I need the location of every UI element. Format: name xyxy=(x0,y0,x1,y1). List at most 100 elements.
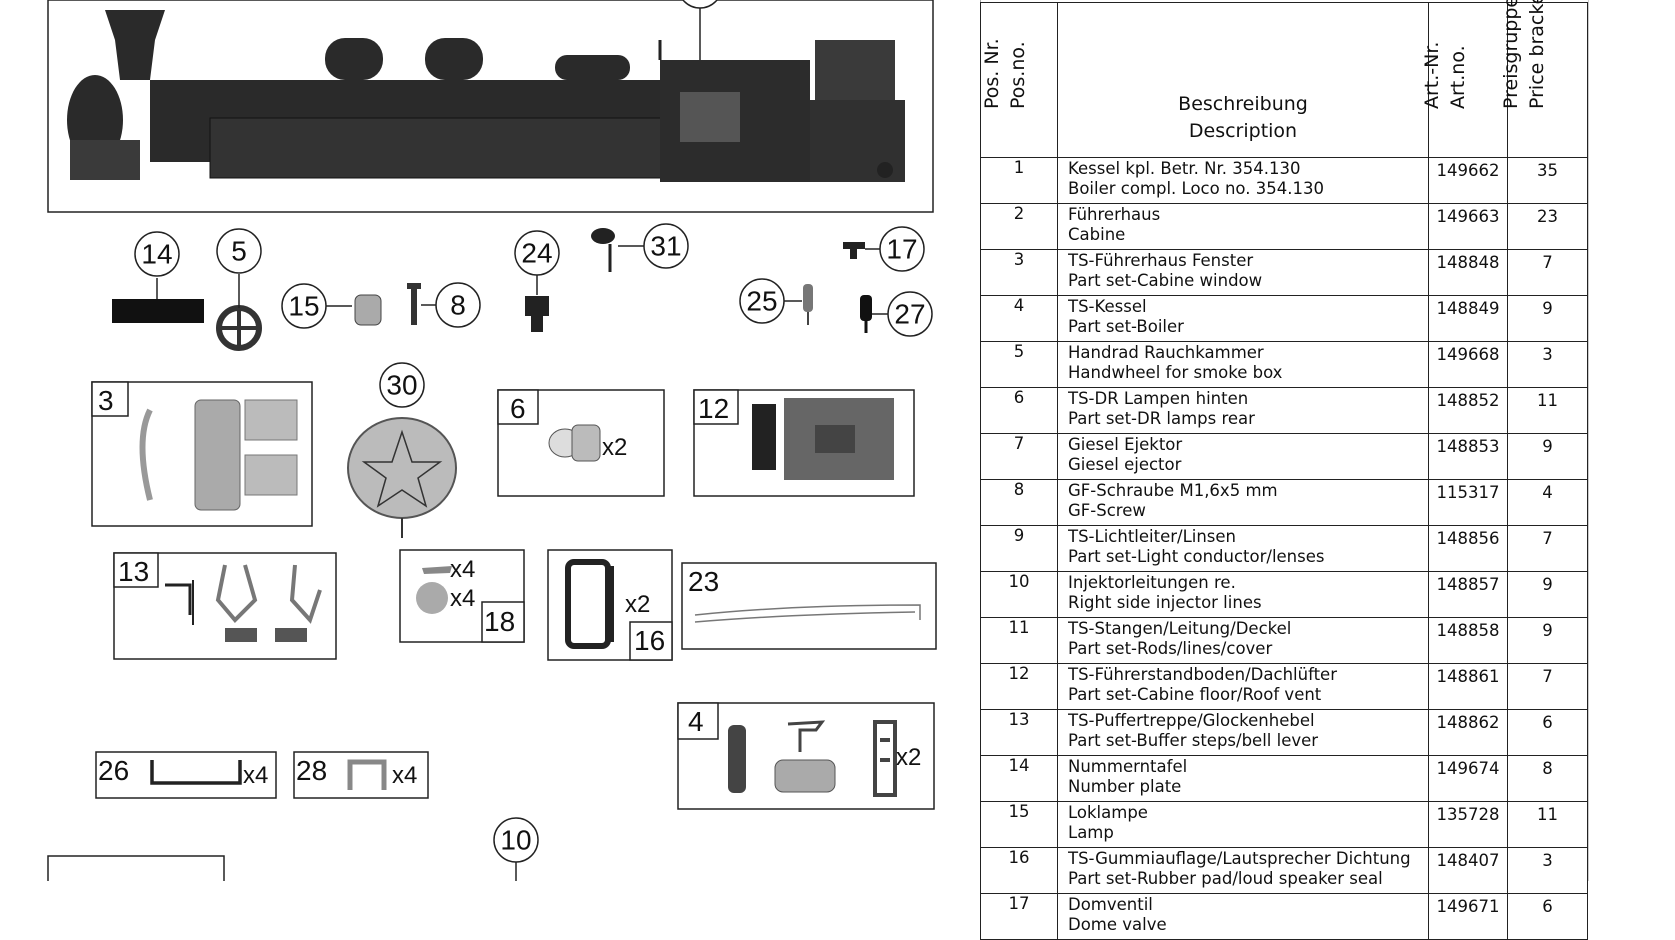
row-description-de: Injektorleitungen re. xyxy=(1068,573,1236,592)
box-18: x4 x4 18 xyxy=(399,549,525,643)
row-price-group: 6 xyxy=(1507,893,1588,940)
box-3: 3 xyxy=(91,381,313,527)
table-header-row: Pos. Nr. Pos.no. Beschreibung Descriptio… xyxy=(980,0,1588,158)
row-description-en: Giesel ejector xyxy=(1068,455,1182,474)
box-12: 12 xyxy=(693,389,915,497)
row-description-de: Giesel Ejektor xyxy=(1068,435,1183,454)
box-6: 6 x2 xyxy=(497,389,665,497)
row-description-en: Handwheel for smoke box xyxy=(1068,363,1283,382)
box-4-qty: x2 xyxy=(896,744,921,771)
row-art-no: 148862 xyxy=(1428,709,1508,756)
row-description-de: GF-Schraube M1,6x5 mm xyxy=(1068,481,1278,500)
row-description-de: TS-Kessel xyxy=(1068,297,1147,316)
row-pos: 9 xyxy=(980,525,1058,572)
callout-5: 5 xyxy=(231,236,247,267)
row-price-group: 9 xyxy=(1507,433,1588,480)
callout-10: 10 xyxy=(500,825,531,856)
row-price-group: 7 xyxy=(1507,249,1588,296)
row-price-group: 3 xyxy=(1507,341,1588,388)
row-description-en: Part set-Buffer steps/bell lever xyxy=(1068,731,1319,750)
part-15: 15 xyxy=(281,283,382,329)
row-description-de: TS-Führerhaus Fenster xyxy=(1068,251,1254,270)
parts-table: Pos. Nr. Pos.no. Beschreibung Descriptio… xyxy=(980,0,1588,940)
row-art-no: 148852 xyxy=(1428,387,1508,434)
row-description-en: Part set-Rubber pad/loud speaker seal xyxy=(1068,869,1383,888)
header-price-en: Price bracket xyxy=(1526,0,1548,109)
row-price-group: 6 xyxy=(1507,709,1588,756)
row-price-group: 7 xyxy=(1507,525,1588,572)
row-art-no: 149668 xyxy=(1428,341,1508,388)
row-pos: 8 xyxy=(980,479,1058,526)
row-price-group: 35 xyxy=(1507,157,1588,204)
header-price: Preisgruppe Price bracket xyxy=(1500,0,1588,158)
row-description-de: TS-Führerstandboden/Dachlüfter xyxy=(1068,665,1337,684)
box-26-number: 26 xyxy=(98,755,129,786)
row-price-group: 23 xyxy=(1507,203,1588,250)
callout-8: 8 xyxy=(450,290,466,321)
part-8: 8 xyxy=(407,282,481,328)
row-description-en: Lamp xyxy=(1068,823,1114,842)
box-13: 13 xyxy=(113,552,337,660)
row-description-en: Dome valve xyxy=(1068,915,1167,934)
header-art-de: Art.-Nr. xyxy=(1421,41,1443,109)
part-25: 25 xyxy=(739,278,813,325)
box-26-qty: x4 xyxy=(243,762,268,789)
row-price-group: 11 xyxy=(1507,387,1588,434)
header-price-de: Preisgruppe xyxy=(1500,0,1522,109)
callout-25: 25 xyxy=(746,286,777,317)
row-description-en: GF-Screw xyxy=(1068,501,1146,520)
callout-17: 17 xyxy=(886,234,917,265)
box-4-number: 4 xyxy=(688,706,704,737)
row-art-no: 149663 xyxy=(1428,203,1508,250)
row-pos: 5 xyxy=(980,341,1058,388)
row-description-en: Part set-Cabine floor/Roof vent xyxy=(1068,685,1322,704)
row-description-de: Kessel kpl. Betr. Nr. 354.130 xyxy=(1068,159,1301,178)
box-23: 23 xyxy=(681,562,937,650)
header-desc-en: Description xyxy=(1188,120,1298,142)
row-pos: 3 xyxy=(980,249,1058,296)
row-description-en: Part set-Rods/lines/cover xyxy=(1068,639,1273,658)
row-pos: 13 xyxy=(980,709,1058,756)
box-16: x2 16 xyxy=(547,549,673,661)
box-6-qty: x2 xyxy=(602,434,627,461)
callout-24: 24 xyxy=(521,238,552,269)
callout-27: 27 xyxy=(894,299,925,330)
header-pos-en: Pos.no. xyxy=(1007,41,1029,109)
scrollbar-track[interactable] xyxy=(1588,0,1589,881)
row-description-de: TS-Puffertreppe/Glockenhebel xyxy=(1068,711,1315,730)
row-pos: 1 xyxy=(980,157,1058,204)
row-price-group: 4 xyxy=(1507,479,1588,526)
callout-31: 31 xyxy=(650,231,681,262)
part-14: 14 xyxy=(112,231,204,323)
box-18-qty-1: x4 xyxy=(450,556,475,583)
row-pos: 6 xyxy=(980,387,1058,434)
box-13-number: 13 xyxy=(118,556,149,587)
part-24: 24 xyxy=(514,230,560,332)
row-art-no: 148858 xyxy=(1428,617,1508,664)
row-description-de: Domventil xyxy=(1068,895,1153,914)
box-16-number: 16 xyxy=(634,625,665,656)
row-pos: 10 xyxy=(980,571,1058,618)
box-23-number: 23 xyxy=(688,566,719,597)
locomotive-drawing xyxy=(47,0,934,213)
header-art-en: Art.no. xyxy=(1447,45,1469,109)
box-28: 28 x4 xyxy=(293,751,429,799)
callout-30: 30 xyxy=(386,370,417,401)
row-art-no: 148848 xyxy=(1428,249,1508,296)
